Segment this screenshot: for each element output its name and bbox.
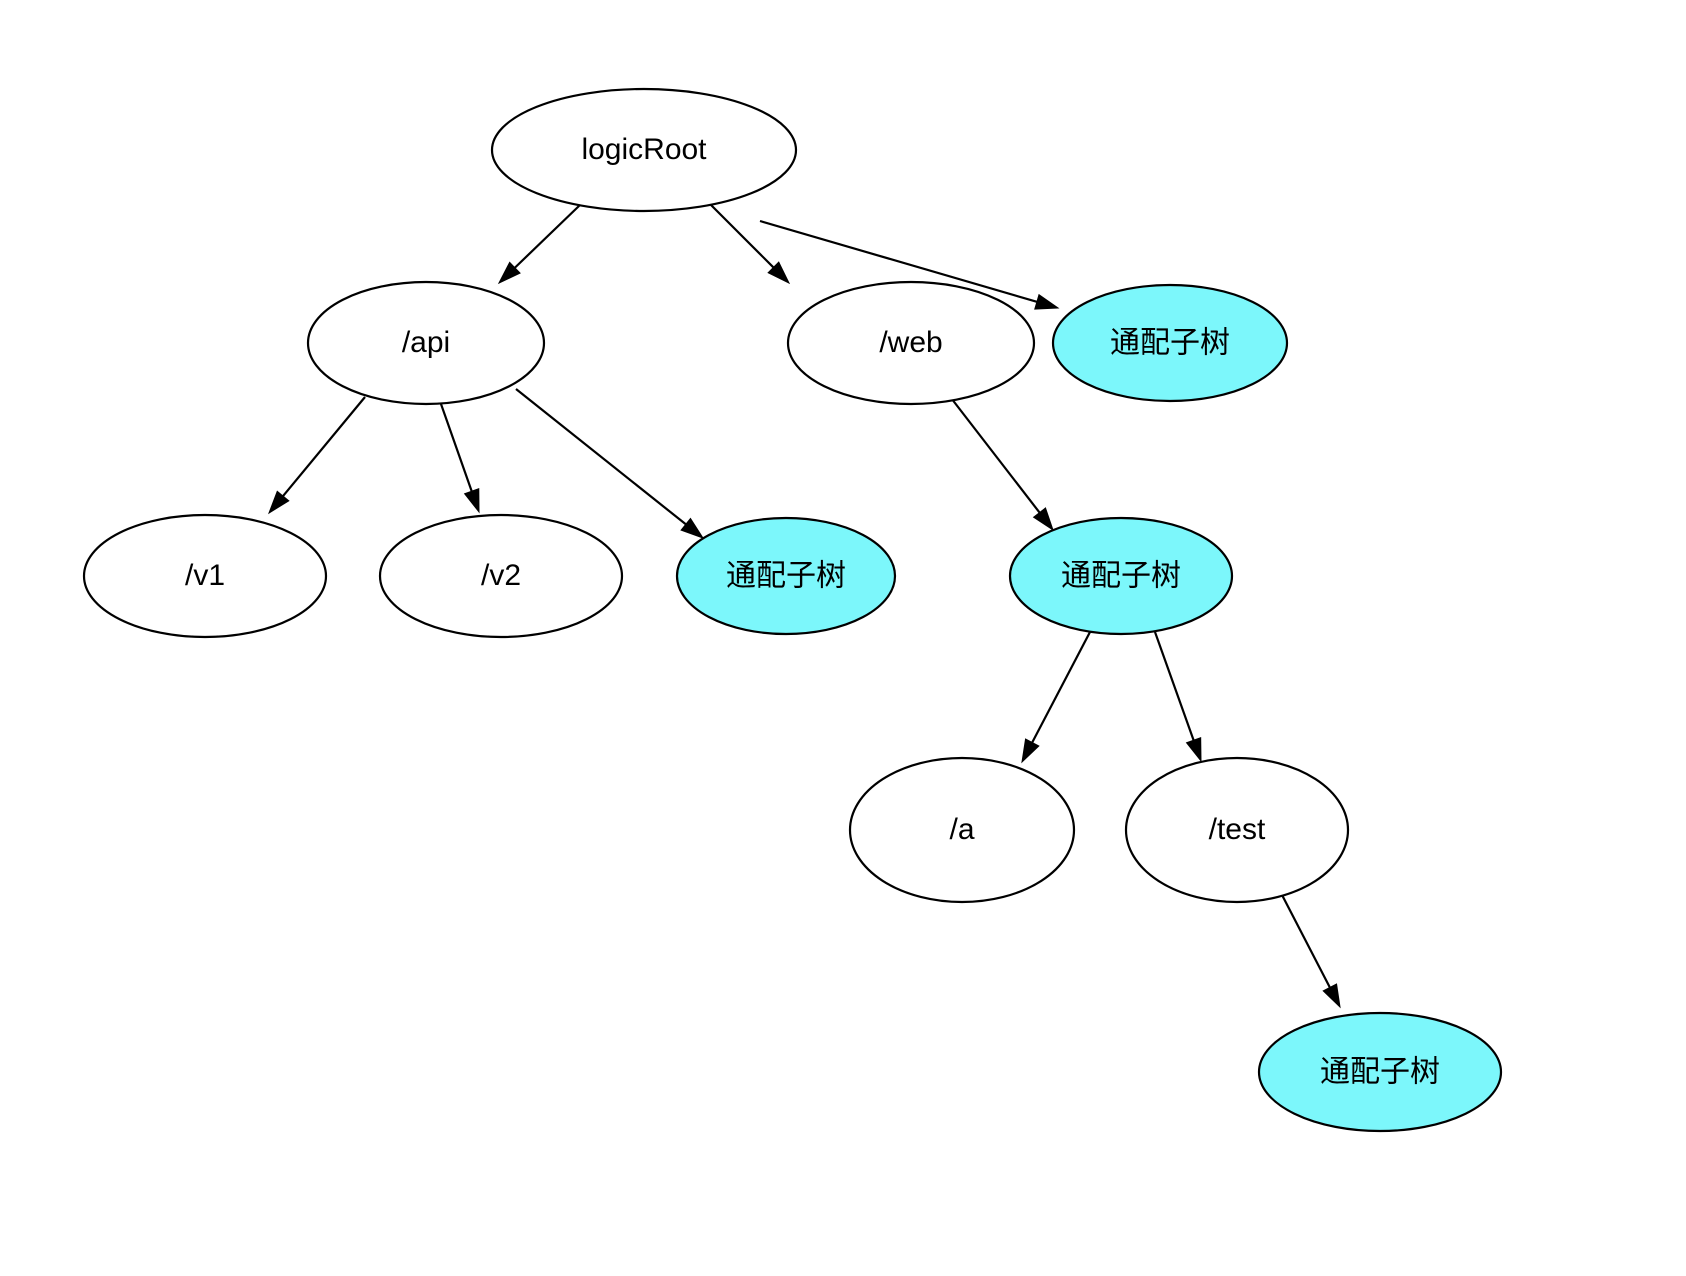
arrowhead-icon	[680, 517, 705, 539]
node-label: 通配子树	[1061, 559, 1181, 594]
edge-line	[1153, 631, 1195, 741]
node-label: 通配子树	[726, 559, 846, 594]
edge-line	[439, 403, 473, 492]
wildcard-node-shape[interactable]	[1257, 1011, 1503, 1133]
node-label: /api	[402, 326, 450, 359]
arrowhead-icon	[268, 490, 290, 515]
edge-line	[282, 396, 366, 497]
arrowhead-icon	[1032, 507, 1054, 532]
edge-wild_web-to-test	[1153, 631, 1202, 763]
edge-web-to-wild_web	[947, 393, 1054, 532]
arrowhead-icon	[463, 488, 480, 514]
node-shape[interactable]	[82, 513, 328, 639]
arrowhead-icon	[1185, 737, 1202, 763]
wildcard-node-shape[interactable]	[1008, 516, 1234, 636]
node-label: 通配子树	[1320, 1055, 1440, 1090]
node-label: /a	[949, 813, 974, 846]
node-api[interactable]: /api	[306, 280, 546, 406]
edges-layer	[268, 204, 1341, 1009]
node-wild_test[interactable]: 通配子树	[1257, 1011, 1503, 1133]
wildcard-node-shape[interactable]	[675, 516, 897, 636]
edge-logicRoot-to-wild_root	[759, 219, 1060, 310]
node-web[interactable]: /web	[786, 280, 1036, 406]
node-wild_web[interactable]: 通配子树	[1008, 516, 1234, 636]
node-shape[interactable]	[1124, 756, 1350, 904]
node-shape[interactable]	[490, 87, 798, 213]
edge-line	[947, 393, 1041, 514]
edge-wild_web-to-a	[1021, 631, 1091, 764]
node-v1[interactable]: /v1	[82, 513, 328, 639]
edge-test-to-wild_test	[1280, 892, 1341, 1009]
edge-api-to-wild_api	[515, 388, 705, 539]
node-shape[interactable]	[786, 280, 1036, 406]
node-logicRoot[interactable]: logicRoot	[490, 87, 798, 213]
node-label: /v2	[481, 559, 521, 592]
node-wild_api[interactable]: 通配子树	[675, 516, 897, 636]
edge-line	[515, 388, 687, 526]
node-shape[interactable]	[848, 756, 1076, 904]
edge-line	[759, 219, 1038, 303]
node-label: /web	[879, 326, 942, 359]
edge-line	[710, 204, 775, 269]
edge-api-to-v2	[439, 403, 480, 514]
node-v2[interactable]: /v2	[378, 513, 624, 639]
node-test[interactable]: /test	[1124, 756, 1350, 904]
arrowhead-icon	[497, 261, 521, 285]
arrowhead-icon	[1021, 738, 1040, 764]
arrowhead-icon	[767, 261, 791, 285]
node-label: /test	[1209, 813, 1266, 846]
node-shape[interactable]	[306, 280, 546, 406]
node-label: logicRoot	[581, 133, 707, 166]
edge-logicRoot-to-api	[497, 204, 581, 285]
node-label: 通配子树	[1110, 326, 1230, 361]
edge-line	[514, 204, 581, 269]
edge-logicRoot-to-web	[710, 204, 791, 285]
wildcard-node-shape[interactable]	[1051, 283, 1289, 403]
edge-api-to-v1	[268, 396, 366, 515]
arrowhead-icon	[1322, 983, 1341, 1009]
edge-line	[1031, 631, 1091, 744]
node-a[interactable]: /a	[848, 756, 1076, 904]
edge-line	[1280, 892, 1331, 988]
arrowhead-icon	[1034, 293, 1060, 310]
node-wild_root[interactable]: 通配子树	[1051, 283, 1289, 403]
node-shape[interactable]	[378, 513, 624, 639]
node-label: /v1	[185, 559, 225, 592]
